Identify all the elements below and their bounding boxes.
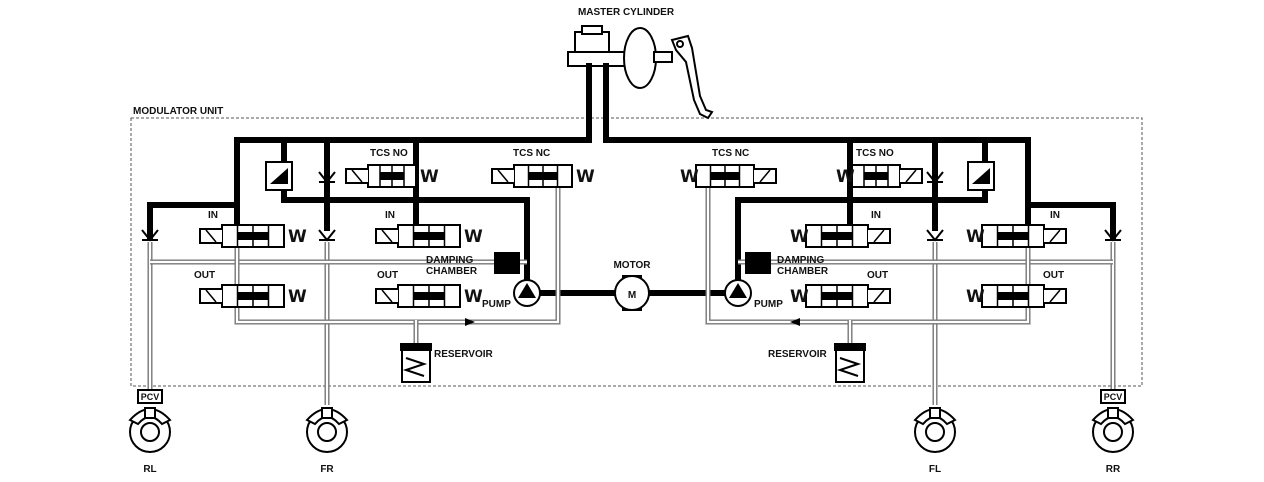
tcs-no-valve-right: W — [836, 164, 923, 188]
out-valve-rl: W — [199, 284, 307, 308]
svg-text:PCV: PCV — [141, 392, 160, 402]
out-label-fr: OUT — [377, 270, 398, 281]
in-valve-fr: W — [375, 224, 483, 248]
in-label-fr: IN — [385, 210, 395, 221]
pcv-left: PCV — [137, 389, 163, 404]
wheel-label: FL — [929, 464, 941, 475]
wheel-fl: FL — [913, 407, 957, 475]
svg-text:PCV: PCV — [1104, 392, 1123, 402]
chamber-label-left: CHAMBER — [426, 266, 478, 277]
reservoir-label-right: RESERVOIR — [768, 349, 827, 360]
chamber-label-right: CHAMBER — [777, 266, 829, 277]
in-valve-fl: W — [790, 224, 891, 248]
in-valve-rr: W — [966, 224, 1067, 248]
out-label-fl: OUT — [867, 270, 888, 281]
tcs-no-label-left: TCS NO — [370, 148, 408, 159]
reservoir-left — [400, 343, 432, 383]
tcs-nc-valve-right: W — [680, 164, 777, 188]
wheel-fr: FR — [305, 407, 349, 475]
tcs-no-valve-left: W — [345, 164, 439, 188]
spring-symbol: W — [966, 287, 985, 307]
out-valve-rr: W — [966, 284, 1067, 308]
wheel-label: FR — [320, 464, 334, 475]
out-valve-fr: W — [375, 284, 483, 308]
tcs-nc-label-right: TCS NC — [712, 148, 749, 159]
pcv-right: PCV — [1100, 389, 1126, 404]
pressure-valve-left — [265, 161, 293, 191]
spring-symbol: W — [680, 167, 699, 187]
master-cylinder — [567, 25, 714, 120]
motor-label: MOTOR — [613, 260, 651, 271]
out-label-rr: OUT — [1043, 270, 1064, 281]
reservoir-right — [834, 343, 866, 383]
motor: M — [614, 275, 650, 311]
check-valves — [141, 171, 1122, 326]
pump-label-left: PUMP — [482, 299, 511, 310]
return-lines — [147, 180, 1116, 405]
wheel-label: RL — [143, 464, 156, 475]
pump-left — [513, 279, 541, 307]
spring-symbol: W — [836, 167, 855, 187]
motor-symbol: M — [628, 290, 636, 301]
spring-symbol: W — [790, 287, 809, 307]
pressure-valve-right — [967, 161, 995, 191]
spring-symbol: W — [420, 167, 439, 187]
in-label-rr: IN — [1050, 210, 1060, 221]
wheel-label: RR — [1106, 464, 1121, 475]
in-valve-rl: W — [199, 224, 307, 248]
master-cylinder-label: MASTER CYLINDER — [578, 7, 675, 18]
reservoir-label-left: RESERVOIR — [434, 349, 493, 360]
modulator-unit-boundary — [130, 117, 1143, 387]
spring-symbol: W — [966, 227, 985, 247]
spring-symbol: W — [790, 227, 809, 247]
spring-symbol: W — [576, 167, 595, 187]
damping-chamber-left — [494, 252, 520, 274]
out-valve-fl: W — [790, 284, 891, 308]
wheel-rl: RL — [128, 407, 172, 475]
out-label-rl: OUT — [194, 270, 215, 281]
damping-label-left: DAMPING — [426, 255, 473, 266]
damping-chamber-right — [745, 252, 771, 274]
solenoid-valves: W W W W W W W W W W W W — [199, 161, 1067, 308]
damping-label-right: DAMPING — [777, 255, 824, 266]
spring-symbol: W — [288, 287, 307, 307]
modulator-unit-label: MODULATOR UNIT — [133, 106, 223, 117]
wheel-brakes: RL FR FL RR — [128, 407, 1135, 475]
tcs-nc-label-left: TCS NC — [513, 148, 550, 159]
pump-right — [724, 279, 752, 307]
spring-symbol: W — [464, 287, 483, 307]
spring-symbol: W — [288, 227, 307, 247]
tcs-no-label-right: TCS NO — [856, 148, 894, 159]
in-label-rl: IN — [208, 210, 218, 221]
spring-symbol: W — [464, 227, 483, 247]
pump-label-right: PUMP — [754, 299, 783, 310]
in-label-fl: IN — [871, 210, 881, 221]
wheel-rr: RR — [1091, 407, 1135, 475]
tcs-nc-valve-left: W — [491, 164, 595, 188]
